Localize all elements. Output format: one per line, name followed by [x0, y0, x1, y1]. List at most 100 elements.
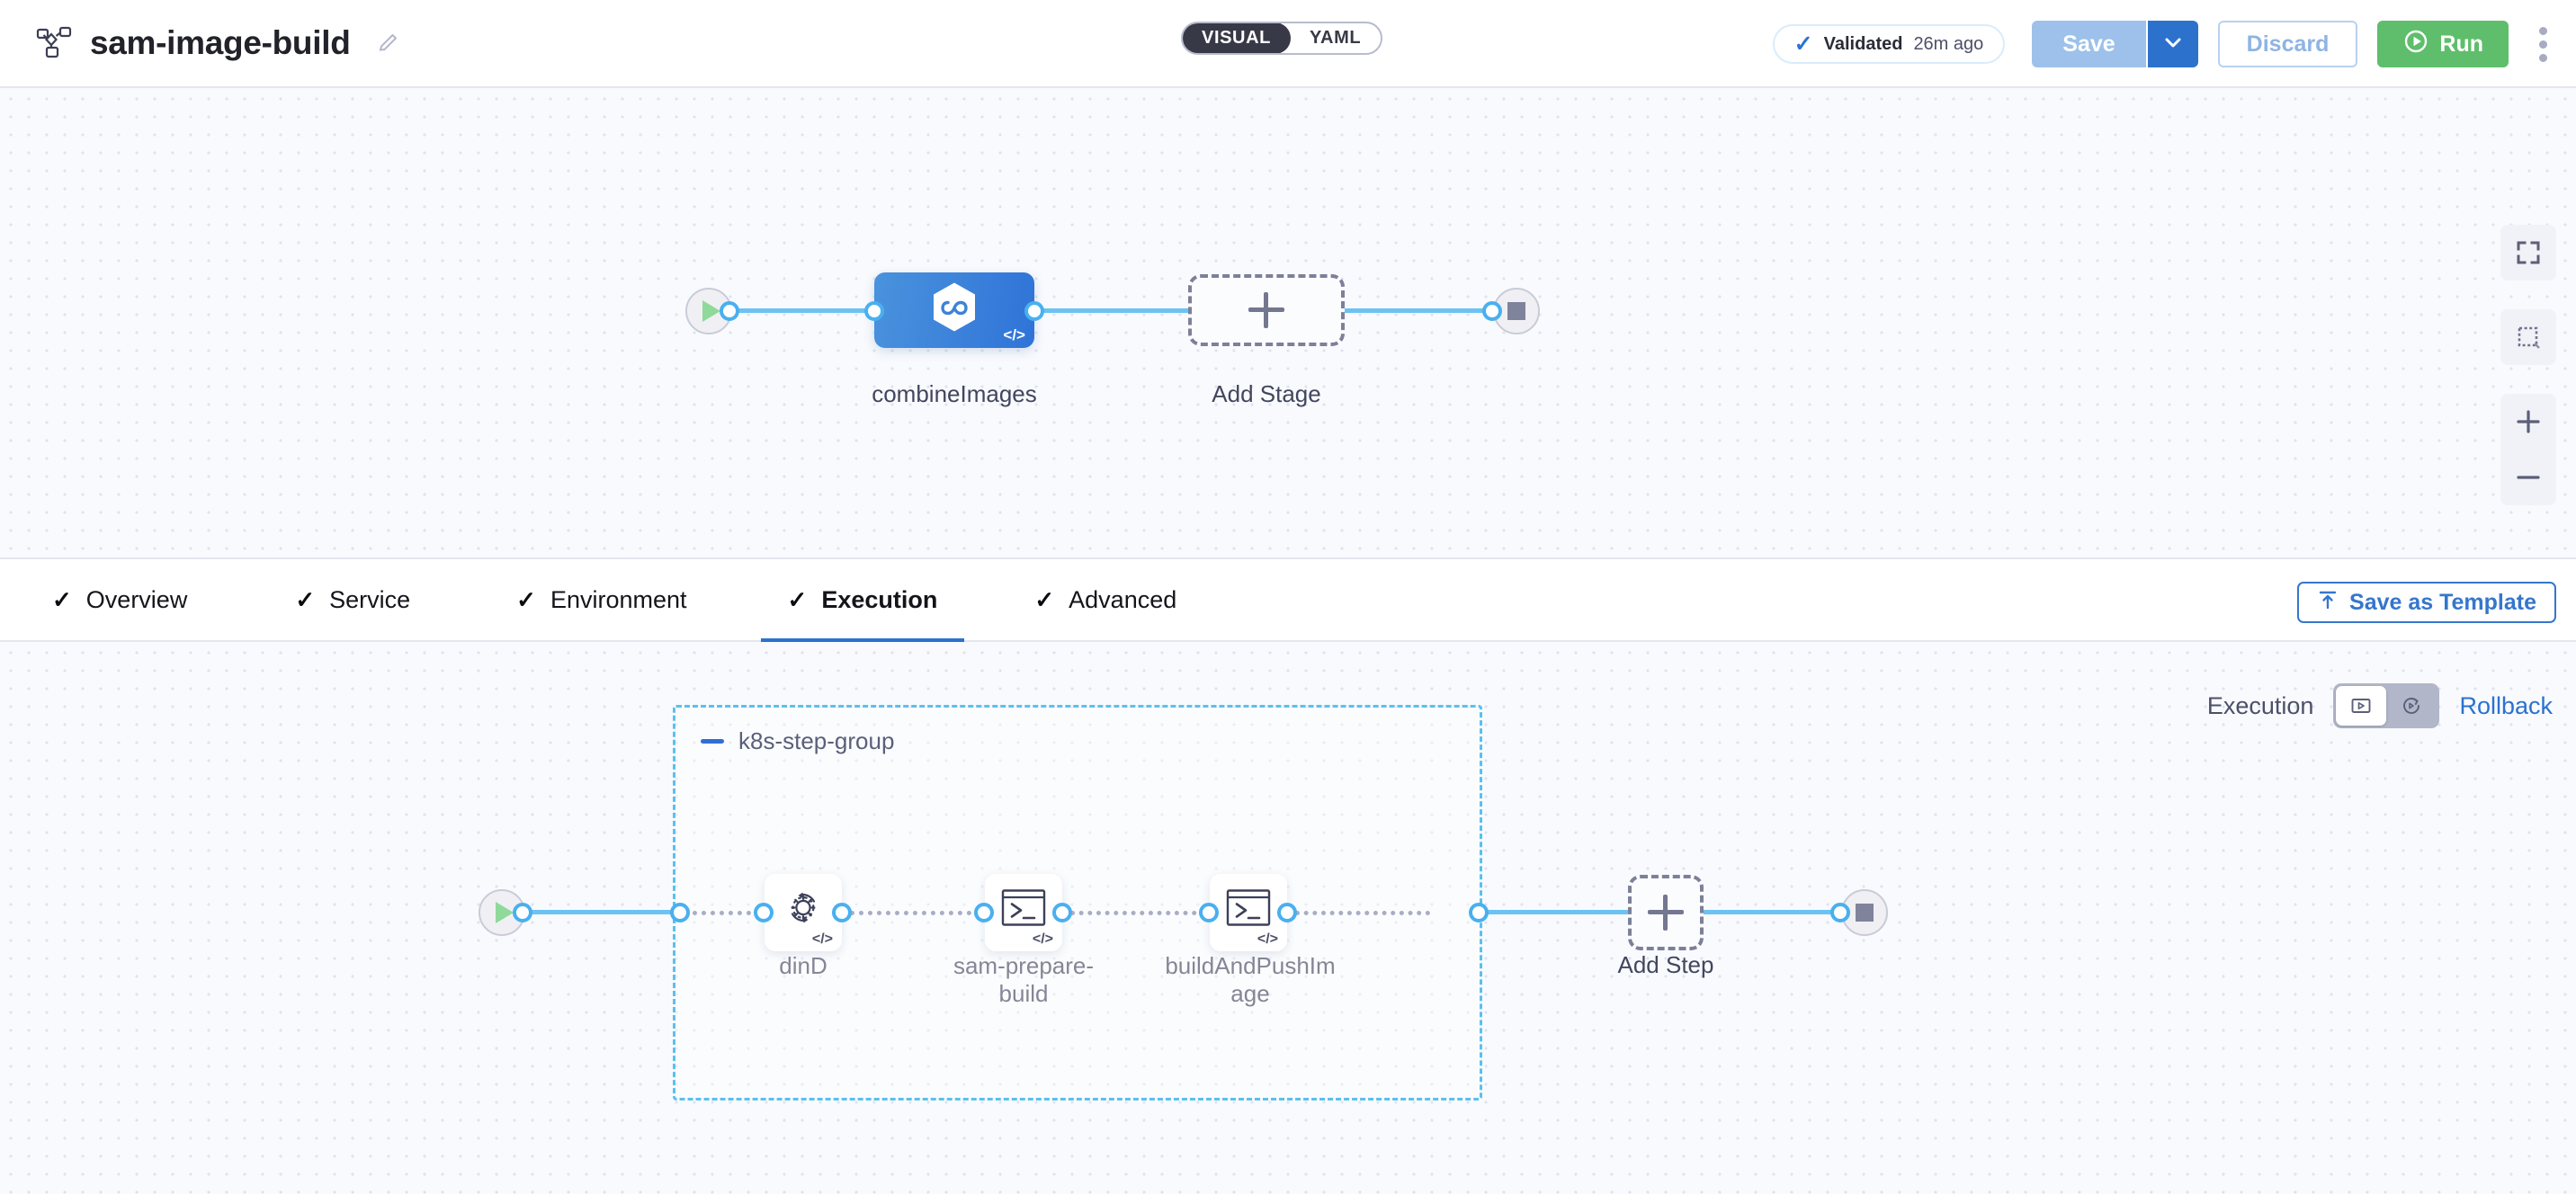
execution-tab-bar: ✓ Overview ✓ Service ✓ Environment ✓ Exe… [0, 557, 2576, 644]
step-end-port[interactable] [1830, 903, 1850, 922]
run-button[interactable]: Run [2377, 21, 2509, 67]
step-label-line2: age [1230, 979, 1270, 1007]
stop-icon [1856, 904, 1874, 922]
save-button[interactable]: Save [2032, 21, 2148, 67]
save-as-template-label: Save as Template [2349, 589, 2536, 615]
dind-code-badge-icon: </> [811, 931, 833, 947]
buildandpush-output-port[interactable] [1277, 903, 1297, 922]
harness-hexagon-infinity-icon [926, 281, 982, 341]
tab-overview[interactable]: ✓ Overview [25, 557, 214, 642]
samprepare-input-port[interactable] [974, 903, 994, 922]
step-label-sam-prepare-build: sam-prepare- build [934, 952, 1114, 1007]
end-port[interactable] [1482, 301, 1502, 321]
pencil-icon[interactable] [374, 30, 401, 57]
stop-icon [1507, 302, 1525, 320]
tab-execution-label: Execution [821, 585, 938, 613]
edge-buildandpush-to-groupexit [1295, 911, 1430, 915]
step-start-port[interactable] [513, 903, 532, 922]
stage-input-port[interactable] [864, 301, 884, 321]
tab-execution[interactable]: ✓ Execution [760, 557, 965, 644]
discard-button[interactable]: Discard [2217, 21, 2358, 67]
step-node-buildandpushimage[interactable]: </> [1210, 874, 1287, 951]
edge-entry-to-dind [684, 911, 760, 915]
dind-output-port[interactable] [832, 903, 852, 922]
add-step-label: Add Step [1617, 951, 1714, 978]
play-icon [495, 902, 514, 923]
view-mode-toggle[interactable]: VISUAL YAML [1181, 22, 1383, 55]
group-exit-port[interactable] [1469, 903, 1489, 922]
execution-rollback-switch[interactable] [2333, 683, 2440, 728]
edge-start-to-stage [730, 308, 874, 313]
step-label-line2: build [998, 979, 1049, 1007]
samprepare-output-port[interactable] [1052, 903, 1072, 922]
page-title: sam-image-build [90, 24, 351, 61]
tab-service[interactable]: ✓ Service [268, 557, 437, 642]
add-step-button[interactable] [1628, 875, 1704, 950]
step-label-dind: dinD [779, 952, 827, 979]
tab-environment[interactable]: ✓ Environment [489, 557, 713, 642]
zoom-in-icon[interactable] [2500, 394, 2556, 450]
check-icon: ✓ [295, 585, 316, 613]
step-canvas[interactable]: Execution Rollback [0, 642, 2576, 1194]
edge-stage-to-addstage [1035, 308, 1188, 313]
tab-service-label: Service [329, 585, 411, 613]
kebab-menu-icon[interactable] [2532, 20, 2554, 69]
buildandpush-input-port[interactable] [1199, 903, 1219, 922]
save-button-group: Save [2032, 21, 2198, 67]
tab-overview-label: Overview [85, 585, 188, 613]
group-entry-port[interactable] [670, 903, 690, 922]
samprepare-code-badge-icon: </> [1032, 931, 1053, 947]
add-stage-label: Add Stage [1212, 380, 1321, 407]
execution-rollback-toggle-row: Execution Rollback [2207, 683, 2553, 728]
step-node-sam-prepare-build[interactable]: </> [985, 874, 1062, 951]
status-badge-validated: ✓ Validated 26m ago [1772, 24, 2006, 64]
tab-visual[interactable]: VISUAL [1183, 23, 1291, 53]
play-circle-icon [2402, 28, 2429, 61]
step-label-buildandpushimage: buildAndPushIm age [1160, 952, 1340, 1007]
rollback-link[interactable]: Rollback [2459, 691, 2553, 719]
stage-canvas[interactable]: </> combineImages Add Stage [0, 88, 2576, 557]
chevron-down-icon [2161, 31, 2185, 58]
zoom-to-selection-button[interactable] [2500, 309, 2556, 365]
step-label-line1: buildAndPushIm [1165, 952, 1336, 979]
stage-node-combineimages[interactable]: </> [874, 272, 1034, 348]
check-icon: ✓ [52, 585, 72, 613]
rollback-clock-icon[interactable] [2386, 686, 2437, 726]
save-as-template-button[interactable]: Save as Template [2297, 582, 2556, 623]
execution-label: Execution [2206, 691, 2314, 719]
execution-play-box-icon[interactable] [2336, 686, 2387, 726]
buildandpush-code-badge-icon: </> [1257, 931, 1278, 947]
step-label-line1: sam-prepare- [953, 952, 1095, 979]
stage-output-port[interactable] [1024, 301, 1044, 321]
zoom-in-out-group[interactable] [2500, 394, 2556, 505]
add-stage-button[interactable] [1188, 274, 1345, 346]
start-port[interactable] [720, 301, 739, 321]
zoom-to-selection-icon[interactable] [2500, 309, 2556, 365]
minus-icon[interactable] [701, 739, 724, 744]
step-node-dind[interactable]: </> [765, 874, 842, 951]
terminal-icon [997, 886, 1050, 933]
tab-environment-label: Environment [550, 585, 687, 613]
dind-input-port[interactable] [754, 903, 774, 922]
upload-template-icon [2317, 589, 2339, 617]
fit-to-screen-icon[interactable] [2500, 225, 2556, 281]
check-icon: ✓ [787, 585, 808, 613]
edge-dind-to-samprepare [850, 911, 980, 915]
validated-label: Validated [1823, 33, 1903, 54]
stage-code-badge-icon: </> [1003, 326, 1025, 343]
pipeline-nodes-icon [34, 23, 74, 63]
save-dropdown-button[interactable] [2147, 21, 2198, 67]
tab-advanced[interactable]: ✓ Advanced [1007, 557, 1203, 642]
gear-rotate-icon [778, 882, 828, 937]
step-group-title: k8s-step-group [738, 727, 895, 754]
header-actions: ✓ Validated 26m ago Save Discard [1772, 0, 2554, 88]
plus-icon [1248, 292, 1284, 328]
fit-to-screen-button[interactable] [2500, 225, 2556, 281]
terminal-icon [1222, 886, 1275, 933]
zoom-out-icon[interactable] [2500, 450, 2556, 505]
tab-yaml[interactable]: YAML [1309, 28, 1362, 48]
edge-addstep-to-end [1704, 910, 1838, 914]
check-icon: ✓ [1793, 31, 1813, 57]
play-icon [702, 300, 720, 322]
stage-label-combineimages: combineImages [872, 380, 1037, 407]
